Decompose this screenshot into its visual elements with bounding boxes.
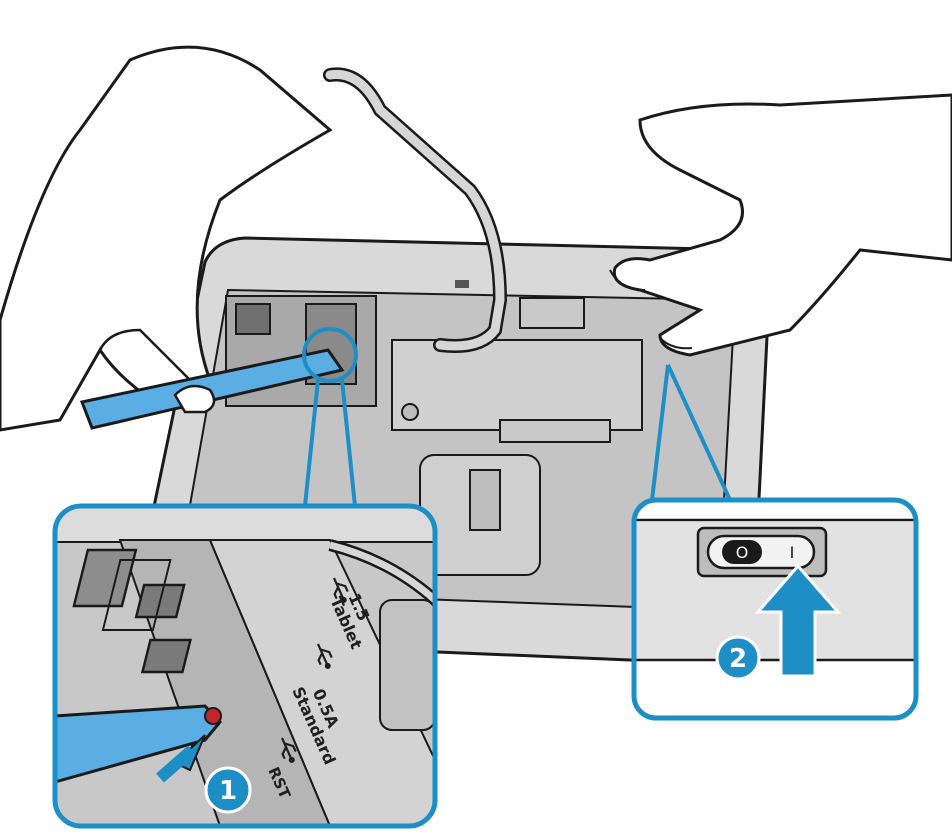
up-arrow-icon <box>754 563 842 678</box>
pin-tool-zoom <box>55 704 223 784</box>
step-number-1: 1 <box>219 776 237 806</box>
step-number-2: 2 <box>729 644 747 674</box>
zoom-panel-switch: O I <box>631 497 919 721</box>
usb-icon <box>280 737 297 763</box>
step-badge-1: 1 <box>204 766 252 814</box>
pin-tool <box>79 348 345 430</box>
callout-ring <box>302 327 358 383</box>
left-arrow-icon <box>156 734 206 783</box>
switch-on-symbol: I <box>790 543 795 562</box>
usb-icon <box>316 643 333 669</box>
callout-leader-1 <box>303 379 357 507</box>
switch-off-symbol: O <box>736 543 749 562</box>
callout-leader-2 <box>650 364 732 501</box>
zoom-panel-reset: Tablet 1.5 Standard 0.5A RST <box>52 503 438 829</box>
step-badge-2: 2 <box>715 635 761 681</box>
usb-port-2 <box>140 638 192 674</box>
usb-icon <box>332 577 349 603</box>
reset-button[interactable] <box>204 707 222 725</box>
right-hand <box>609 93 952 357</box>
